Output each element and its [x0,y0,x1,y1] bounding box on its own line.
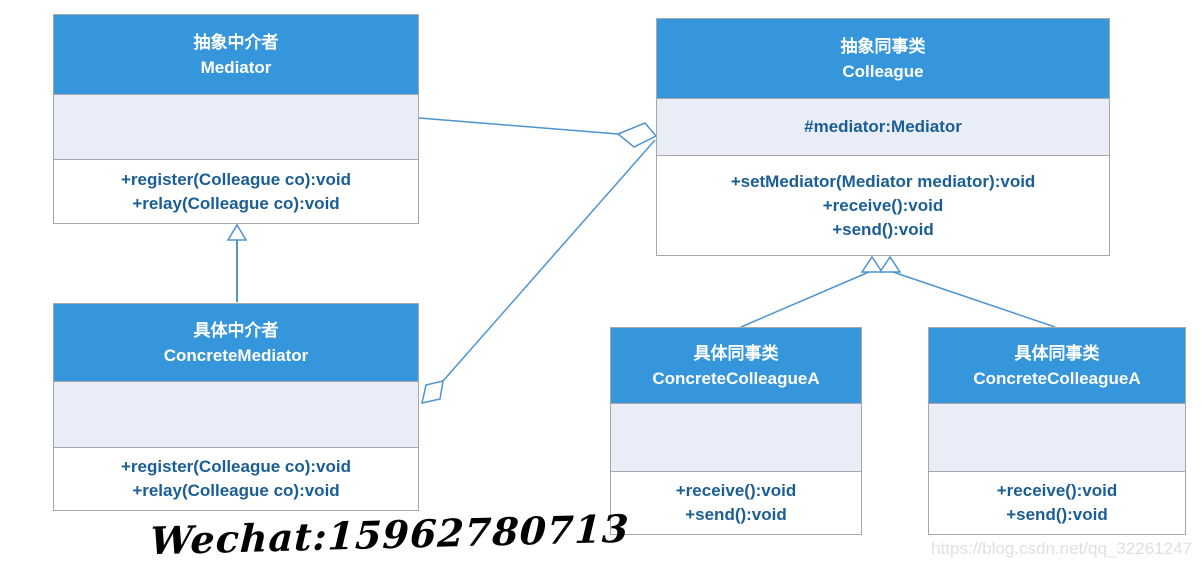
class-header-concrete-colleague-a-left: 具体同事类 ConcreteColleagueA [611,328,861,404]
generalization-triangle-icon [880,257,900,272]
generalization-triangle-icon [228,225,246,240]
class-header-mediator: 抽象中介者 Mediator [54,15,418,95]
class-box-concrete-colleague-a-left: 具体同事类 ConcreteColleagueA +receive():void… [610,327,862,535]
method-label: +receive():void [822,195,944,215]
method-label: +send():void [1006,505,1108,524]
class-fields-concrete-colleague-a-left [611,404,861,472]
csdn-url-watermark: https://blog.csdn.net/qq_32261247 [931,539,1192,558]
class-name-cn: 具体同事类 [693,343,779,363]
class-methods-concrete-colleague-a-right: +receive():void +send():void [929,472,1185,534]
class-box-concrete-colleague-a-right: 具体同事类 ConcreteColleagueA +receive():void… [928,327,1186,535]
class-methods-mediator: +register(Colleague co):void +relay(Coll… [54,160,418,223]
class-box-colleague: 抽象同事类 Colleague #mediator:Mediator +setM… [656,18,1110,256]
class-fields-colleague: #mediator:Mediator [657,99,1109,156]
field-label: #mediator:Mediator [804,117,962,136]
class-methods-concrete-mediator: +register(Colleague co):void +relay(Coll… [54,448,418,510]
aggregation-diamond-icon [618,123,656,147]
class-name-en: Colleague [842,61,924,81]
class-name-en: ConcreteColleagueA [973,368,1141,388]
method-label: +setMediator(Mediator mediator):void [730,171,1036,191]
class-name-cn: 具体同事类 [1014,343,1100,363]
generalization-triangle-icon [862,257,882,272]
class-box-mediator: 抽象中介者 Mediator +register(Colleague co):v… [53,14,419,224]
class-methods-colleague: +setMediator(Mediator mediator):void +re… [657,156,1109,255]
class-name-en: ConcreteColleagueA [652,368,820,388]
class-fields-mediator [54,95,418,160]
method-label: +receive():void [996,481,1118,500]
generalization-colleaguea-left [741,257,882,327]
class-header-concrete-colleague-a-right: 具体同事类 ConcreteColleagueA [929,328,1185,404]
class-fields-concrete-mediator [54,382,418,448]
class-name-cn: 具体中介者 [193,320,279,340]
class-name-cn: 抽象中介者 [193,32,279,52]
aggregation-diamond-icon [422,381,443,403]
generalization-colleaguea-right [880,257,1055,327]
class-methods-concrete-colleague-a-left: +receive():void +send():void [611,472,861,534]
class-fields-concrete-colleague-a-right [929,404,1185,472]
class-name-cn: 抽象同事类 [840,36,926,56]
method-label: +register(Colleague co):void [120,169,352,189]
aggregation-mediator-colleague [419,118,656,147]
generalization-concretemediator-mediator [228,225,246,302]
method-label: +send():void [832,219,934,239]
method-label: +register(Colleague co):void [120,457,352,476]
method-label: +send():void [685,505,787,524]
class-name-en: Mediator [200,57,272,77]
class-header-concrete-mediator: 具体中介者 ConcreteMediator [54,304,418,382]
handwritten-watermark: Wechat:15962780713 [149,505,631,564]
method-label: +relay(Colleague co):void [132,193,340,213]
class-name-en: ConcreteMediator [163,345,309,365]
method-label: +receive():void [675,481,797,500]
method-label: +relay(Colleague co):void [132,481,340,500]
class-header-colleague: 抽象同事类 Colleague [657,19,1109,99]
class-box-concrete-mediator: 具体中介者 ConcreteMediator +register(Colleag… [53,303,419,511]
